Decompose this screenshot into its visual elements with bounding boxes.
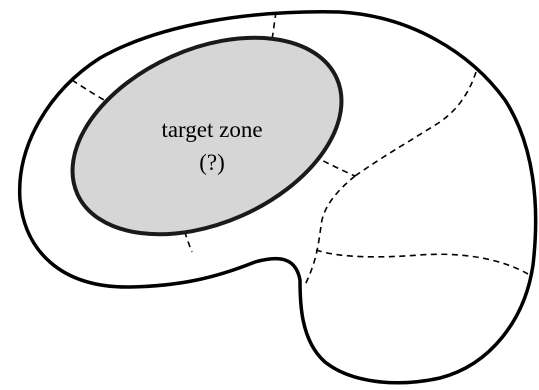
zone-label: target zone — [161, 117, 262, 142]
outer-region-outline — [17, 10, 538, 385]
target-zone — [70, 35, 344, 237]
boundary-top-left — [71, 79, 131, 115]
boundary-lower-right — [315, 249, 529, 275]
boundary-junction-to-upper-right — [354, 71, 477, 177]
zone-question-mark: (?) — [199, 150, 225, 175]
boundary-junction-to-lower — [304, 175, 356, 286]
